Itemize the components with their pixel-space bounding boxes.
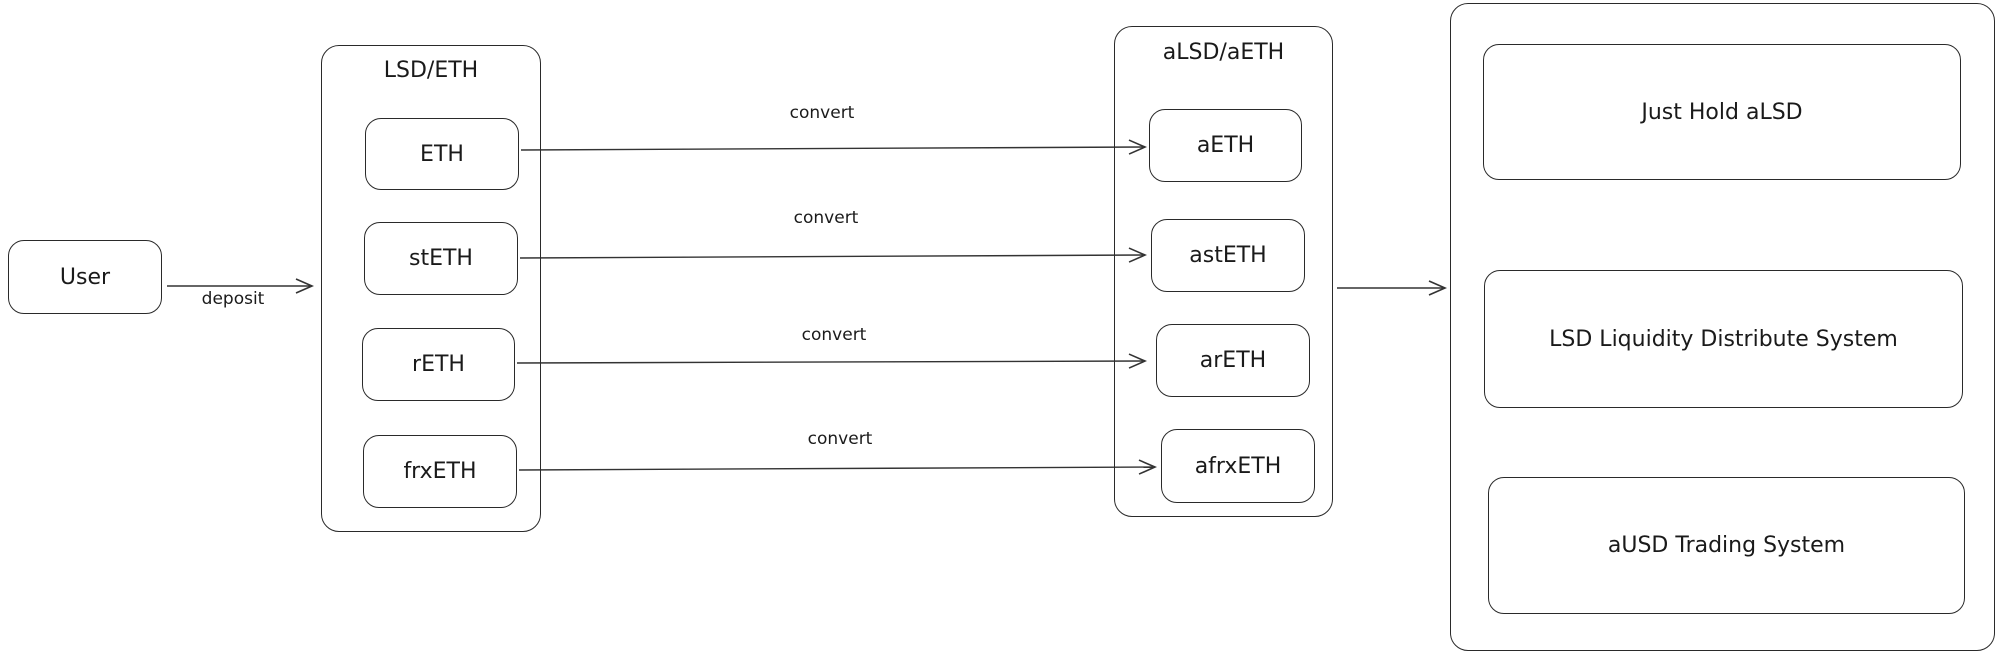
token-label: astETH (1189, 243, 1267, 268)
token-label: rETH (412, 352, 465, 377)
convert-label: convert (801, 325, 867, 345)
system-liquidity-distribute[interactable]: LSD Liquidity Distribute System (1484, 270, 1963, 408)
alsd-aeth-group: aLSD/aETH (1114, 26, 1333, 517)
token-steth[interactable]: stETH (364, 222, 518, 295)
alsd-aeth-title: aLSD/aETH (1162, 40, 1285, 65)
system-label: Just Hold aLSD (1641, 99, 1803, 125)
token-areth[interactable]: arETH (1156, 324, 1310, 397)
user-box[interactable]: User (8, 240, 162, 314)
token-eth[interactable]: ETH (365, 118, 519, 190)
system-label: LSD Liquidity Distribute System (1549, 326, 1898, 352)
token-asteth[interactable]: astETH (1151, 219, 1305, 292)
user-label: User (59, 264, 111, 290)
token-label: frxETH (403, 459, 477, 484)
token-label: aETH (1196, 133, 1255, 158)
convert-arrow-reth (516, 353, 1147, 369)
deposit-label: deposit (201, 289, 265, 309)
system-label: aUSD Trading System (1607, 533, 1846, 558)
convert-arrow-steth (519, 247, 1147, 263)
lsd-eth-group: LSD/ETH (321, 45, 541, 532)
token-reth[interactable]: rETH (362, 328, 515, 401)
system-ausd-trading[interactable]: aUSD Trading System (1488, 477, 1965, 614)
token-label: afrxETH (1194, 453, 1282, 479)
token-label: ETH (420, 141, 464, 167)
convert-label: convert (789, 103, 855, 123)
token-aeth[interactable]: aETH (1149, 109, 1302, 182)
token-frxeth[interactable]: frxETH (363, 435, 517, 508)
convert-arrow-frxeth (518, 459, 1157, 475)
token-label: stETH (409, 246, 473, 271)
lsd-eth-title: LSD/ETH (383, 58, 479, 83)
convert-arrow-eth (520, 139, 1147, 155)
systems-group (1450, 3, 1995, 651)
system-just-hold[interactable]: Just Hold aLSD (1483, 44, 1961, 180)
convert-label: convert (793, 208, 859, 228)
token-label: arETH (1199, 348, 1267, 373)
token-afrxeth[interactable]: afrxETH (1161, 429, 1315, 503)
convert-label: convert (807, 429, 873, 449)
